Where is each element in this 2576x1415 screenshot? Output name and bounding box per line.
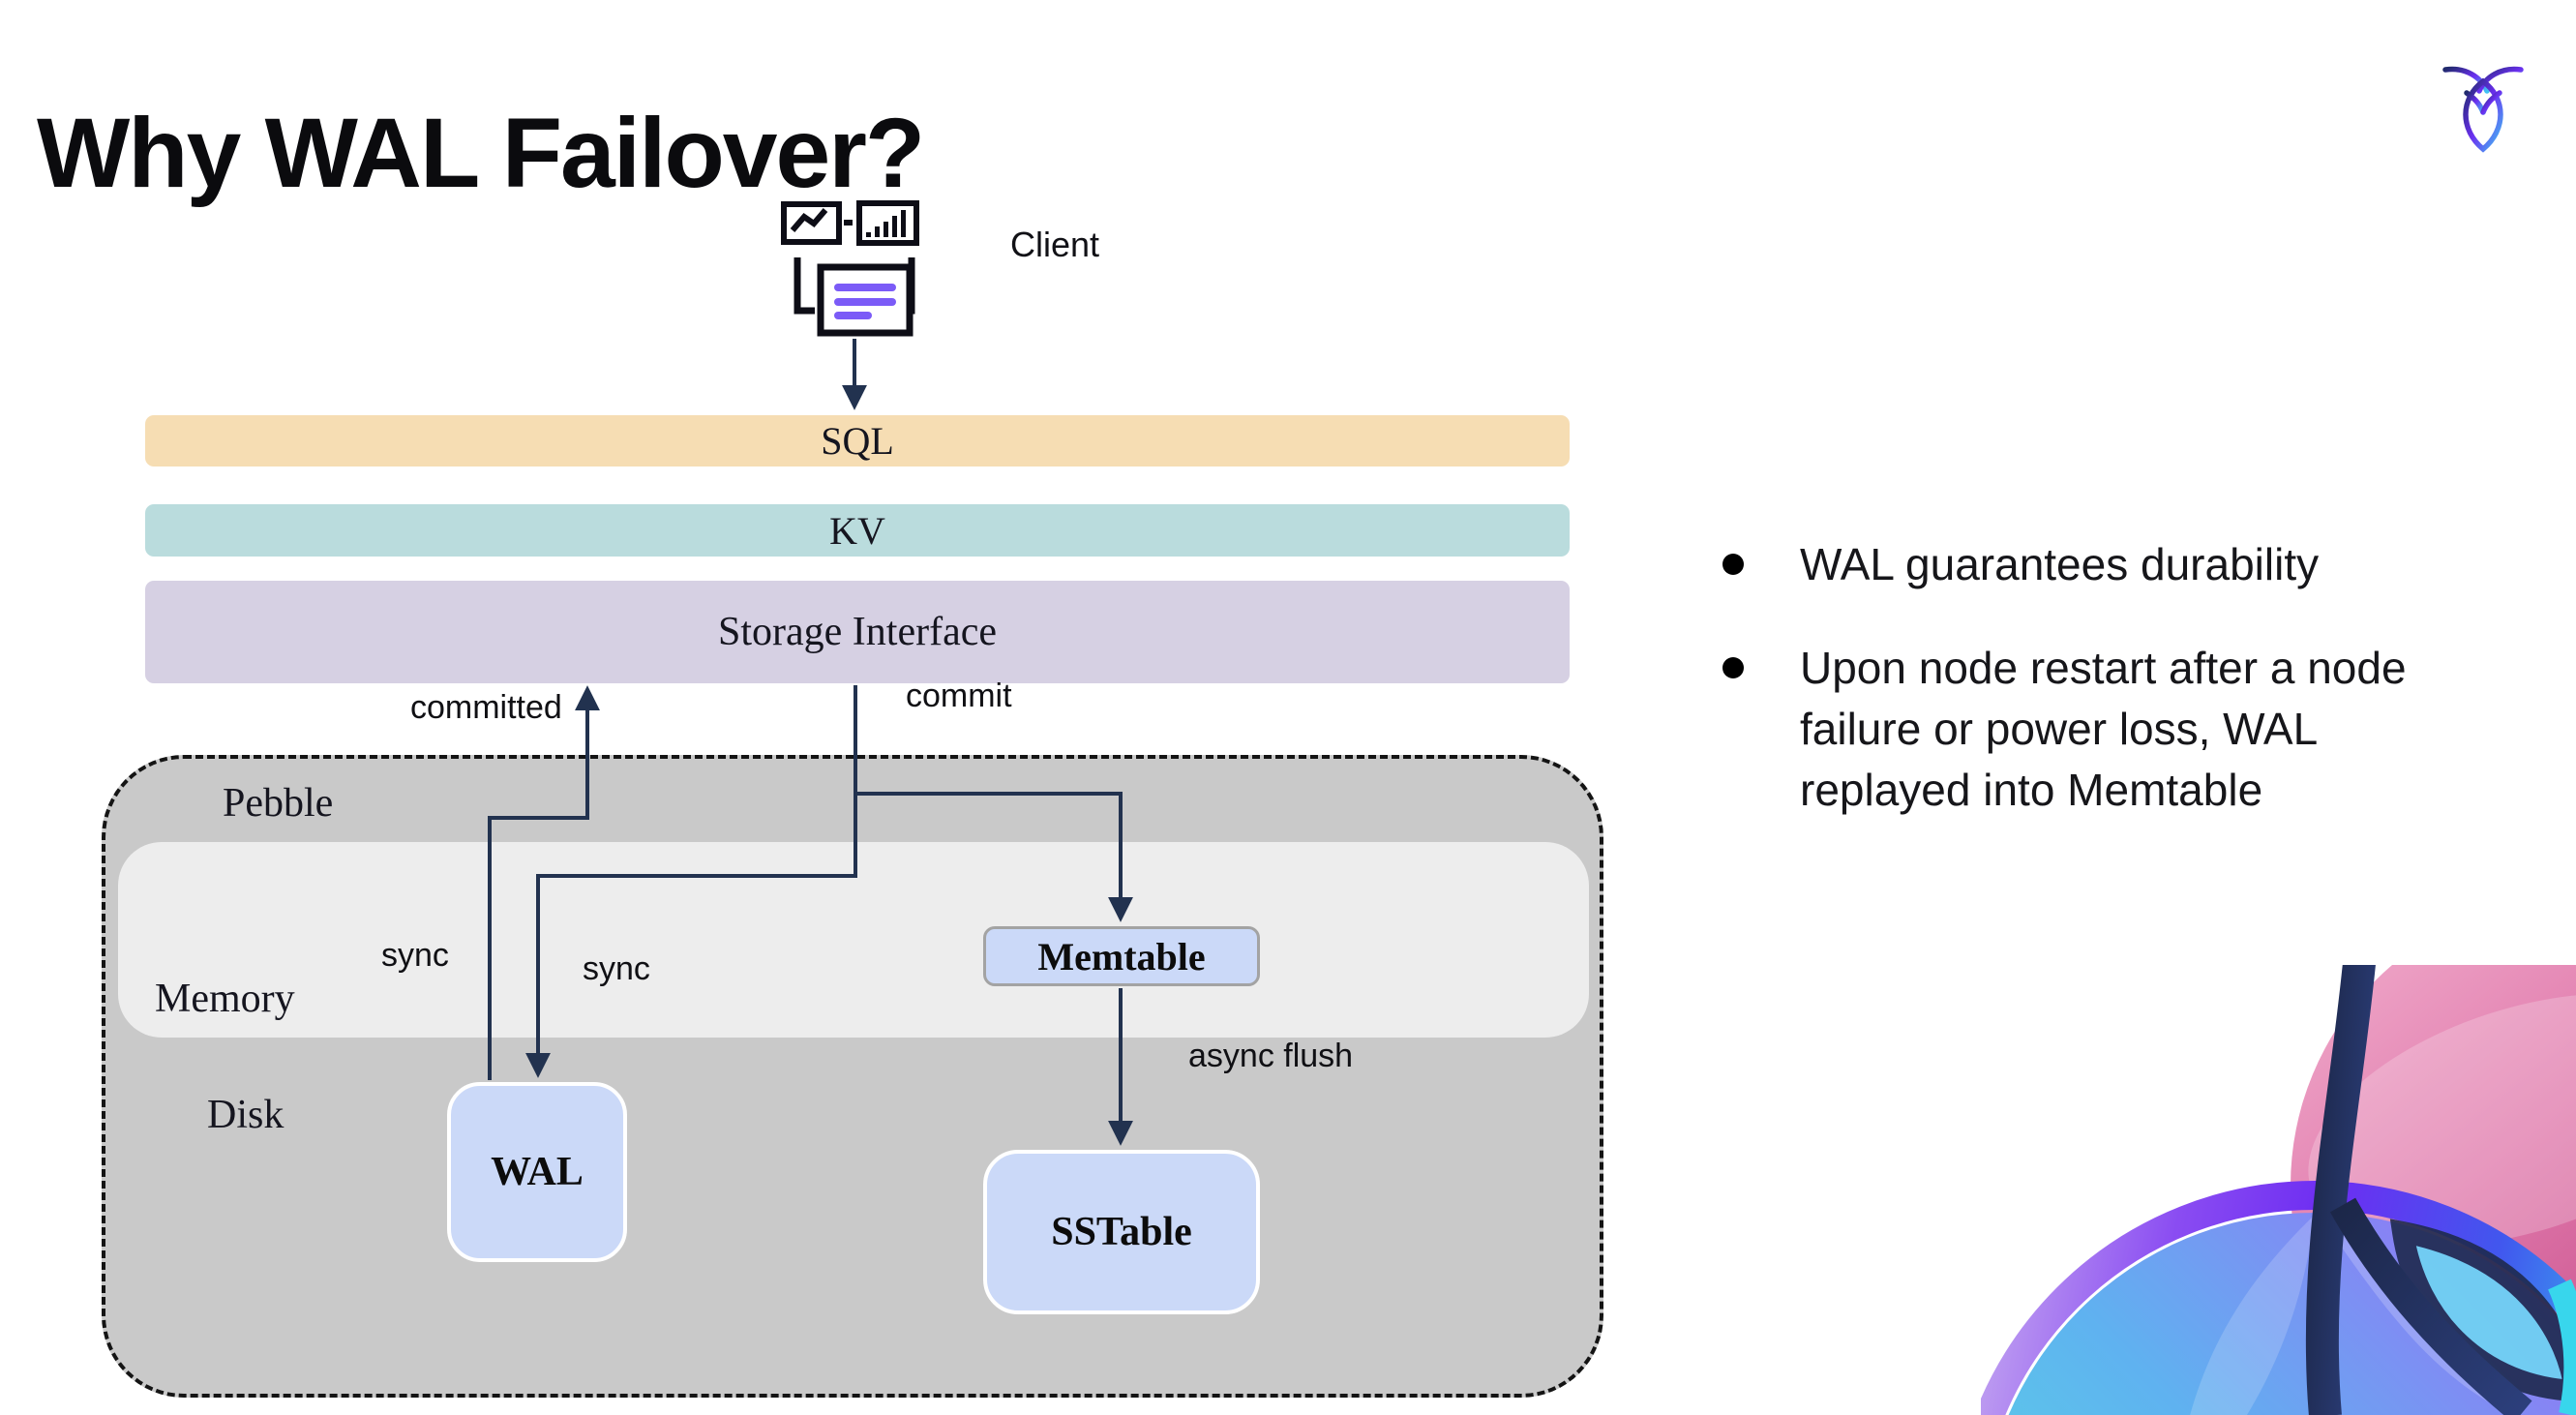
sync-right-label: sync xyxy=(583,950,650,987)
list-item: Upon node restart after a node failure o… xyxy=(1711,638,2524,821)
client-label: Client xyxy=(1010,225,1100,264)
cockroachdb-logo-icon xyxy=(2442,66,2524,153)
list-item: WAL guarantees durability xyxy=(1711,534,2524,595)
bullet-text: WAL guarantees durability xyxy=(1800,539,2320,589)
memtable-label: Memtable xyxy=(1037,934,1206,978)
layer-kv: KV xyxy=(145,504,1570,557)
brand-art-decoration xyxy=(1981,965,2576,1415)
wal-label: WAL xyxy=(491,1150,584,1194)
memory-band xyxy=(118,842,1589,1038)
async-flush-label: async flush xyxy=(1188,1038,1354,1074)
layer-storage-label: Storage Interface xyxy=(718,610,997,654)
memory-label: Memory xyxy=(155,977,295,1021)
layer-storage-interface: Storage Interface xyxy=(145,581,1570,683)
commit-label: commit xyxy=(906,677,1012,714)
roach-stem-large xyxy=(2305,965,2376,1415)
antenna-left xyxy=(2442,66,2490,94)
antenna-right xyxy=(2476,66,2524,94)
bullet-list: WAL guarantees durability Upon node rest… xyxy=(1711,534,2524,863)
layer-kv-label: KV xyxy=(829,508,885,553)
sstable-label: SSTable xyxy=(1051,1210,1192,1254)
disk-label: Disk xyxy=(207,1093,285,1137)
dash-glyph xyxy=(844,220,853,226)
layer-sql-label: SQL xyxy=(821,419,894,463)
wal-box: WAL xyxy=(447,1082,627,1262)
committed-label: committed xyxy=(410,689,562,726)
document-text-lines xyxy=(834,284,896,319)
client-icon xyxy=(781,200,919,337)
sstable-box: SSTable xyxy=(983,1150,1260,1314)
memtable-box: Memtable xyxy=(983,926,1260,986)
bullet-dot-icon xyxy=(1722,657,1744,678)
bullet-text: Upon node restart after a node failure o… xyxy=(1800,643,2407,815)
bullet-dot-icon xyxy=(1722,554,1744,575)
bracket-left xyxy=(794,257,815,315)
layer-sql: SQL xyxy=(145,415,1570,467)
sync-left-label: sync xyxy=(381,937,449,974)
page-title: Why WAL Failover? xyxy=(37,98,925,209)
pebble-label: Pebble xyxy=(223,781,334,826)
